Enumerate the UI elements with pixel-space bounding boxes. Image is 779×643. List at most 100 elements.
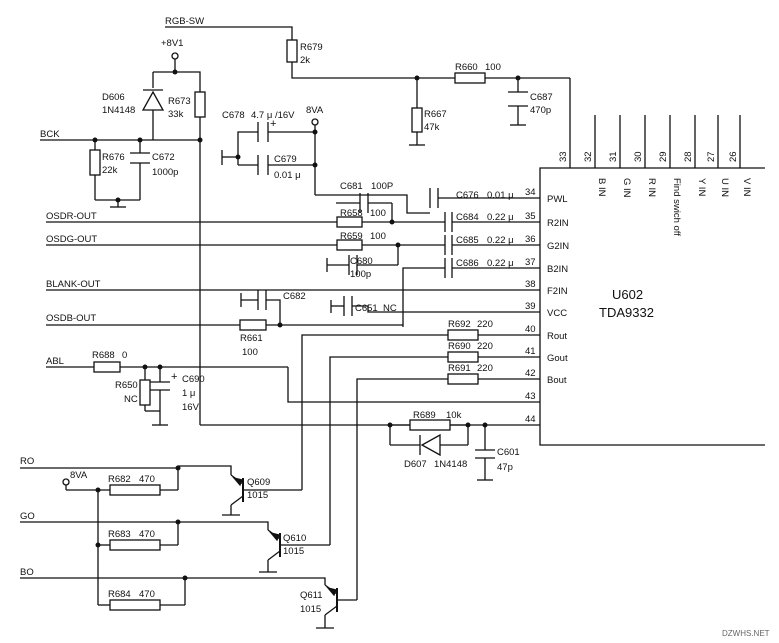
ic-pin-29-number: 29: [658, 151, 669, 162]
transistor-q611: [324, 584, 338, 616]
net-osdb: OSDB-OUT: [46, 313, 96, 324]
label-r683-ref: R683: [108, 529, 131, 540]
ic-pin-31-label: G IN: [621, 178, 632, 198]
resistor-r683: [109, 539, 161, 551]
resistors: [89, 39, 486, 611]
label-r684-value: 470: [139, 589, 155, 600]
label-c686-ref: C686: [456, 258, 479, 269]
resistor-r682: [109, 484, 161, 496]
net-labels: RGB-SW +8V1 8VA 8VA BCK OSDR-OUT OSDG-OU…: [20, 16, 324, 578]
ic-pin-26-label: V IN: [741, 178, 752, 197]
label-c678-value: 4.7 μ /16V: [251, 110, 295, 121]
ic-pin-35-number: 35: [525, 211, 536, 222]
label-r659-value: 100: [370, 231, 386, 242]
label-r688-value: 0: [122, 350, 127, 361]
label-c690-value: 1 μ: [182, 388, 195, 399]
label-r650-value: NC: [124, 394, 138, 405]
ic-pin-42-number: 42: [525, 368, 536, 379]
label-r658-value: 100: [370, 208, 386, 219]
label-r692-value: 220: [477, 319, 493, 330]
net-osdr: OSDR-OUT: [46, 211, 97, 222]
label-r689-ref: R689: [413, 410, 436, 421]
label-c679-ref: C679: [274, 154, 297, 165]
net-8v1: +8V1: [161, 38, 183, 49]
label-c676-value: 0.01 μ: [487, 190, 514, 201]
label-c601-ref: C601: [497, 447, 520, 458]
label-r676-ref: R676: [102, 152, 125, 163]
resistor-r667: [411, 107, 423, 133]
diode-d606: [141, 89, 165, 111]
net-go: GO: [20, 511, 35, 522]
label-d606-value: 1N4148: [102, 105, 135, 116]
label-r689-value: 10k: [446, 410, 462, 421]
ic-pin-36-number: 36: [525, 234, 536, 245]
net-ro: RO: [20, 456, 34, 467]
label-d607-ref: D607: [404, 459, 427, 470]
label-r690-value: 220: [477, 341, 493, 352]
label-c686-value: 0.22 μ: [487, 258, 514, 269]
label-r659-ref: R659: [340, 231, 363, 242]
label-r667-value: 47k: [424, 122, 440, 133]
ic-pin-37-label: B2IN: [547, 264, 568, 275]
ic-pin-43-number: 43: [525, 391, 536, 402]
transistor-q609: [230, 474, 244, 506]
label-c682-ref: C682: [283, 291, 306, 302]
label-c685-ref: C685: [456, 235, 479, 246]
label-c651-value: NC: [383, 303, 397, 314]
label-r673-value: 33k: [168, 109, 184, 120]
capacitor-c682: [257, 290, 267, 310]
label-r667-ref: R667: [424, 109, 447, 120]
label-r683-value: 470: [139, 529, 155, 540]
capacitor-c680: [348, 255, 358, 275]
capacitor-c601: [475, 449, 495, 459]
ic-pin-26-number: 26: [728, 151, 739, 162]
net-bck: BCK: [40, 129, 60, 140]
label-c672-value: 1000p: [152, 167, 178, 178]
net-8va-top: 8VA: [306, 105, 324, 116]
ic-pin-40-number: 40: [525, 324, 536, 335]
label-c678-ref: C678: [222, 110, 245, 121]
net-8va-bottom: 8VA: [70, 470, 88, 481]
ic-pin-31-number: 31: [608, 151, 619, 162]
label-c672-ref: C672: [152, 152, 175, 163]
label-c678-plus: +: [270, 118, 276, 130]
label-r688-ref: R688: [92, 350, 115, 361]
label-c681-ref: C681: [340, 181, 363, 192]
ic-pin-38-label: F2IN: [547, 286, 568, 297]
capacitor-c685: [444, 235, 453, 255]
ic-pin-44-number: 44: [525, 414, 536, 425]
resistor-r650: [139, 379, 151, 406]
capacitor-c684: [444, 212, 453, 232]
label-c679-value: 0.01 μ: [274, 170, 301, 181]
ic-pin-38-number: 38: [525, 279, 536, 290]
net-blank: BLANK-OUT: [46, 279, 101, 290]
component-labels: R679 2k R660 100 C687 470p R667 47k D606…: [92, 42, 553, 615]
ic-pin-39-label: VCC: [547, 308, 567, 319]
label-q609-value: 1015: [247, 490, 268, 501]
label-q610-value: 1015: [283, 546, 304, 557]
capacitor-c681: [359, 193, 369, 213]
ic-pin-35-label: R2IN: [547, 218, 569, 229]
resistor-r658: [336, 216, 363, 228]
label-c651-ref: C651: [355, 303, 378, 314]
resistor-r673: [194, 91, 206, 118]
label-c684-ref: C684: [456, 212, 479, 223]
label-q609-ref: Q609: [247, 477, 270, 488]
resistor-r691: [447, 373, 479, 385]
resistor-r676: [89, 149, 101, 176]
resistor-r684: [109, 599, 161, 611]
capacitor-c687: [508, 91, 528, 107]
junctions: [92, 69, 521, 581]
watermark: DZWHS.NET: [722, 629, 770, 638]
capacitor-c676: [429, 188, 439, 208]
diode-d607: [419, 433, 441, 457]
ic-pin-28-label: Y IN: [696, 178, 707, 196]
ic-pin-39-number: 39: [525, 301, 536, 312]
label-c684-value: 0.22 μ: [487, 212, 514, 223]
label-q611-ref: Q611: [300, 590, 323, 601]
resistor-r692: [447, 329, 479, 341]
